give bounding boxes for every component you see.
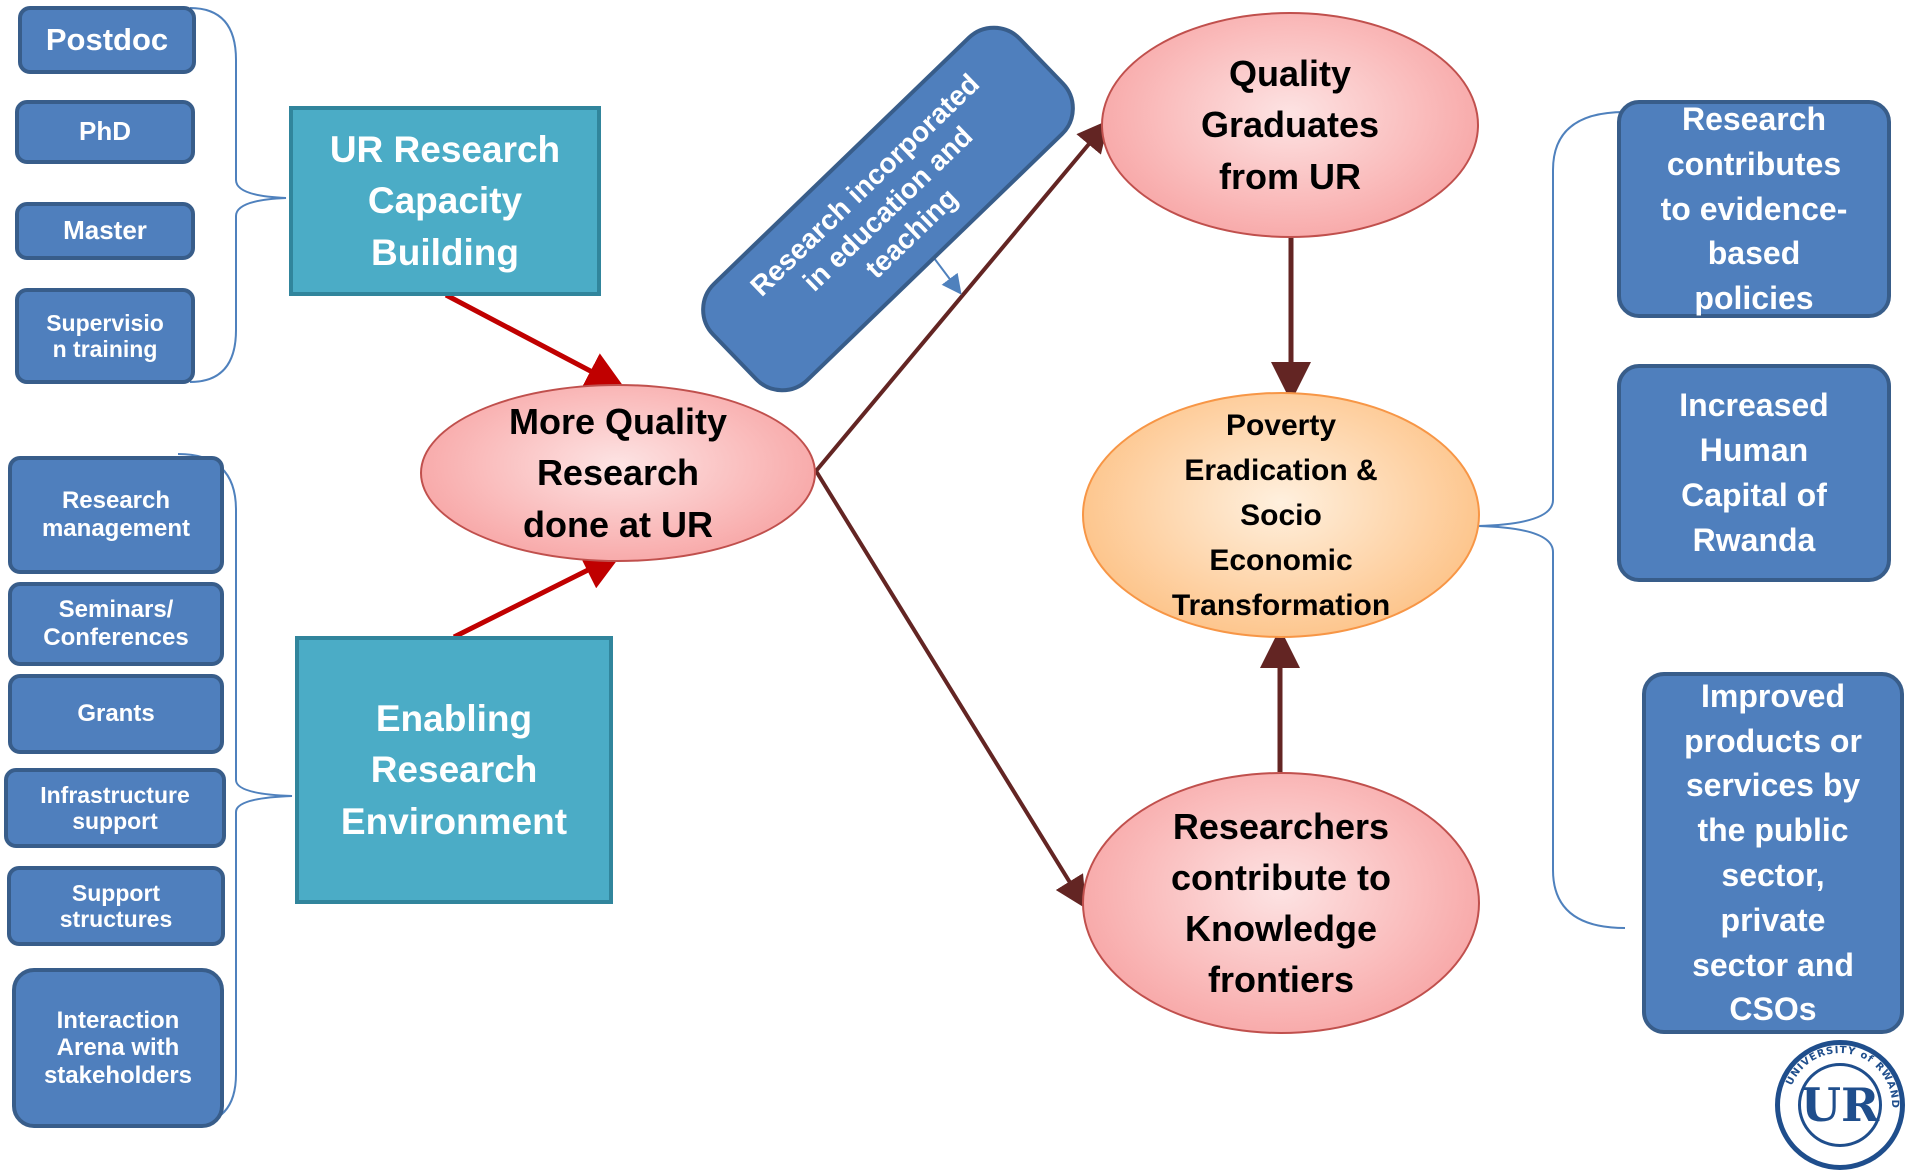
more-quality-research-ellipse: More Quality Research done at UR (420, 384, 816, 562)
right-brace (1477, 111, 1626, 929)
left-bottom-brace (177, 453, 293, 1125)
poverty-eradication-ellipse: Poverty Eradication & Socio Economic Tra… (1082, 392, 1480, 638)
phd-box: PhD (15, 100, 195, 164)
arrow-research-to-graduates (814, 119, 1110, 473)
postdoc-box: Postdoc (18, 6, 196, 74)
master-box: Master (15, 202, 195, 260)
capacity-building-box: UR Research Capacity Building (289, 106, 601, 296)
human-capital-box: Increased Human Capital of Rwanda (1617, 364, 1891, 582)
supervision-training-box: Supervisio n training (15, 288, 195, 384)
grants-box: Grants (8, 674, 224, 754)
support-structures-box: Support structures (7, 866, 225, 946)
left-top-brace (189, 7, 287, 383)
arrow-environment-to-research (452, 552, 623, 640)
researchers-knowledge-ellipse: Researchers contribute to Knowledge fron… (1082, 772, 1480, 1034)
infrastructure-support-box: Infrastructure support (4, 768, 226, 848)
evidence-based-policies-box: Research contributes to evidence- based … (1617, 100, 1891, 318)
seminars-conferences-box: Seminars/ Conferences (8, 582, 224, 666)
interaction-arena-box: Interaction Arena with stakeholders (12, 968, 224, 1128)
arrow-research-to-researchers (814, 469, 1087, 909)
logo-monogram: UR (1798, 1063, 1882, 1147)
arrow-capacity-to-research (444, 292, 626, 390)
university-logo: UNIVERSITY of RWANDA UR (1775, 1040, 1905, 1170)
research-management-box: Research management (8, 456, 224, 574)
quality-graduates-ellipse: Quality Graduates from UR (1101, 12, 1479, 238)
research-impact-diagram: Postdoc PhD Master Supervisio n training… (4, 6, 1905, 1170)
improved-services-box: Improved products or services by the pub… (1642, 672, 1904, 1034)
enabling-environment-box: Enabling Research Environment (295, 636, 613, 904)
